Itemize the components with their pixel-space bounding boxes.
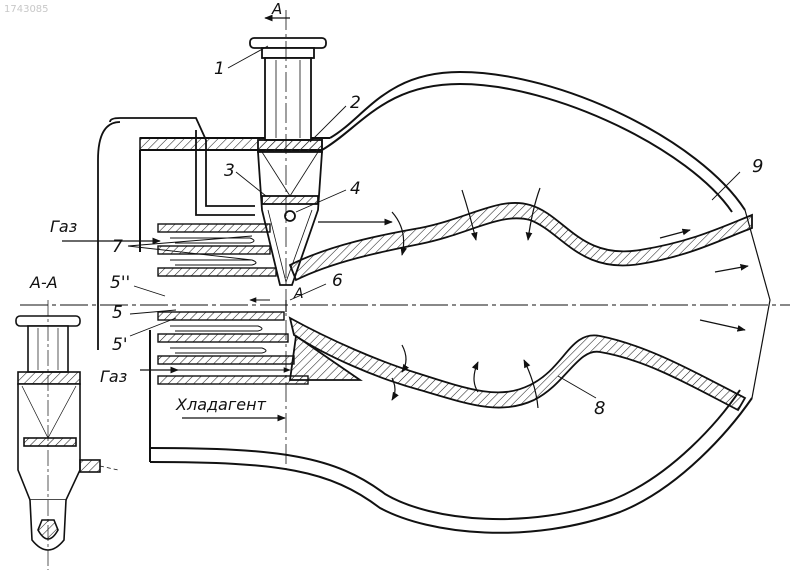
label-3: 3 bbox=[224, 161, 235, 181]
diffuser bbox=[290, 203, 752, 410]
section-title-a-a: A-A bbox=[29, 273, 58, 292]
injector-flange bbox=[250, 38, 326, 48]
label-gas-top: Газ bbox=[50, 217, 77, 236]
label-2: 2 bbox=[350, 93, 361, 113]
label-8: 8 bbox=[594, 398, 605, 419]
section-a-a-view bbox=[16, 300, 118, 570]
leader-lines bbox=[128, 46, 740, 398]
label-4: 4 bbox=[350, 179, 361, 199]
label-9: 9 bbox=[752, 156, 763, 177]
section-mark-a-top: A bbox=[271, 0, 282, 18]
label-5pp: 5'' bbox=[110, 273, 130, 293]
label-7: 7 bbox=[112, 237, 123, 257]
label-1: 1 bbox=[214, 59, 225, 79]
injector-seal-3 bbox=[262, 196, 318, 204]
diffuser-lower-wall bbox=[290, 318, 745, 410]
section-mark-a-center: A bbox=[293, 286, 304, 302]
injector-body-1 bbox=[265, 58, 311, 140]
vessel-top-wall-outer bbox=[330, 72, 745, 210]
label-6: 6 bbox=[332, 271, 343, 291]
diffuser-upper-wall bbox=[290, 203, 752, 280]
vessel-top-wall-inner bbox=[322, 84, 732, 212]
label-coolant: Хладагент bbox=[175, 395, 267, 414]
label-gas-bottom: Газ bbox=[100, 367, 127, 386]
label-5p: 5' bbox=[112, 335, 128, 355]
watermark-text: 1743085 bbox=[4, 4, 49, 15]
injector-assembly bbox=[98, 38, 326, 350]
label-5: 5 bbox=[112, 303, 123, 323]
injector-seal-2 bbox=[258, 140, 322, 152]
